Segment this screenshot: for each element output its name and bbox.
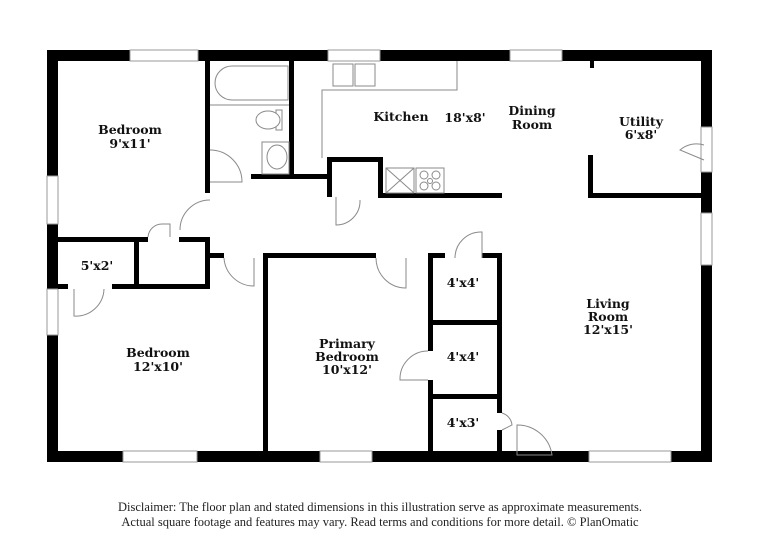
room-dims-bedroom-2: 9'x11' xyxy=(109,136,150,151)
room-dims-living: 12'x15' xyxy=(583,322,633,337)
room-name-kitchen: Kitchen xyxy=(373,109,428,124)
room-dims-bedroom-3: 12'x10' xyxy=(133,359,183,374)
kitchen-sink-icon xyxy=(332,63,354,87)
toilet-icon xyxy=(255,110,281,130)
sink-icon xyxy=(266,144,288,170)
room-dims-closet-c: 4'x3' xyxy=(447,415,480,430)
room-name-primary-1: Primary xyxy=(319,336,376,351)
room-name-dining-1: Dining xyxy=(508,103,556,118)
room-name-primary-2: Bedroom xyxy=(315,349,379,364)
room-dims-closet-a: 4'x4' xyxy=(447,275,480,290)
room-name-utility: Utility xyxy=(619,114,664,129)
windows xyxy=(46,49,713,463)
door-swing-icon xyxy=(209,149,243,183)
room-dims-hall-closet: 5'x2' xyxy=(81,258,114,273)
bathroom-fixtures xyxy=(210,65,290,175)
room-name-bedroom-2: Bedroom xyxy=(98,122,162,137)
bathtub-icon xyxy=(214,65,289,101)
kitchen-fixtures xyxy=(321,61,458,194)
disclaimer-line-1: Disclaimer: The floor plan and stated di… xyxy=(118,500,642,514)
room-dims-utility: 6'x8' xyxy=(625,127,658,142)
room-name-living-2: Room xyxy=(588,309,628,324)
interior-walls xyxy=(58,61,701,451)
room-name-dining-2: Room xyxy=(512,117,552,132)
room-dims-closet-b: 4'x4' xyxy=(447,349,480,364)
doors xyxy=(73,143,705,456)
disclaimer-line-2: Actual square footage and features may v… xyxy=(121,515,639,529)
room-dims-primary: 10'x12' xyxy=(322,362,372,377)
room-name-living-1: Living xyxy=(586,296,630,311)
room-dims-kitchen: 18'x8' xyxy=(444,110,485,125)
room-labels: Bedroom 9'x11' Kitchen 18'x8' Dining Roo… xyxy=(81,103,664,430)
room-name-bedroom-3: Bedroom xyxy=(126,345,190,360)
